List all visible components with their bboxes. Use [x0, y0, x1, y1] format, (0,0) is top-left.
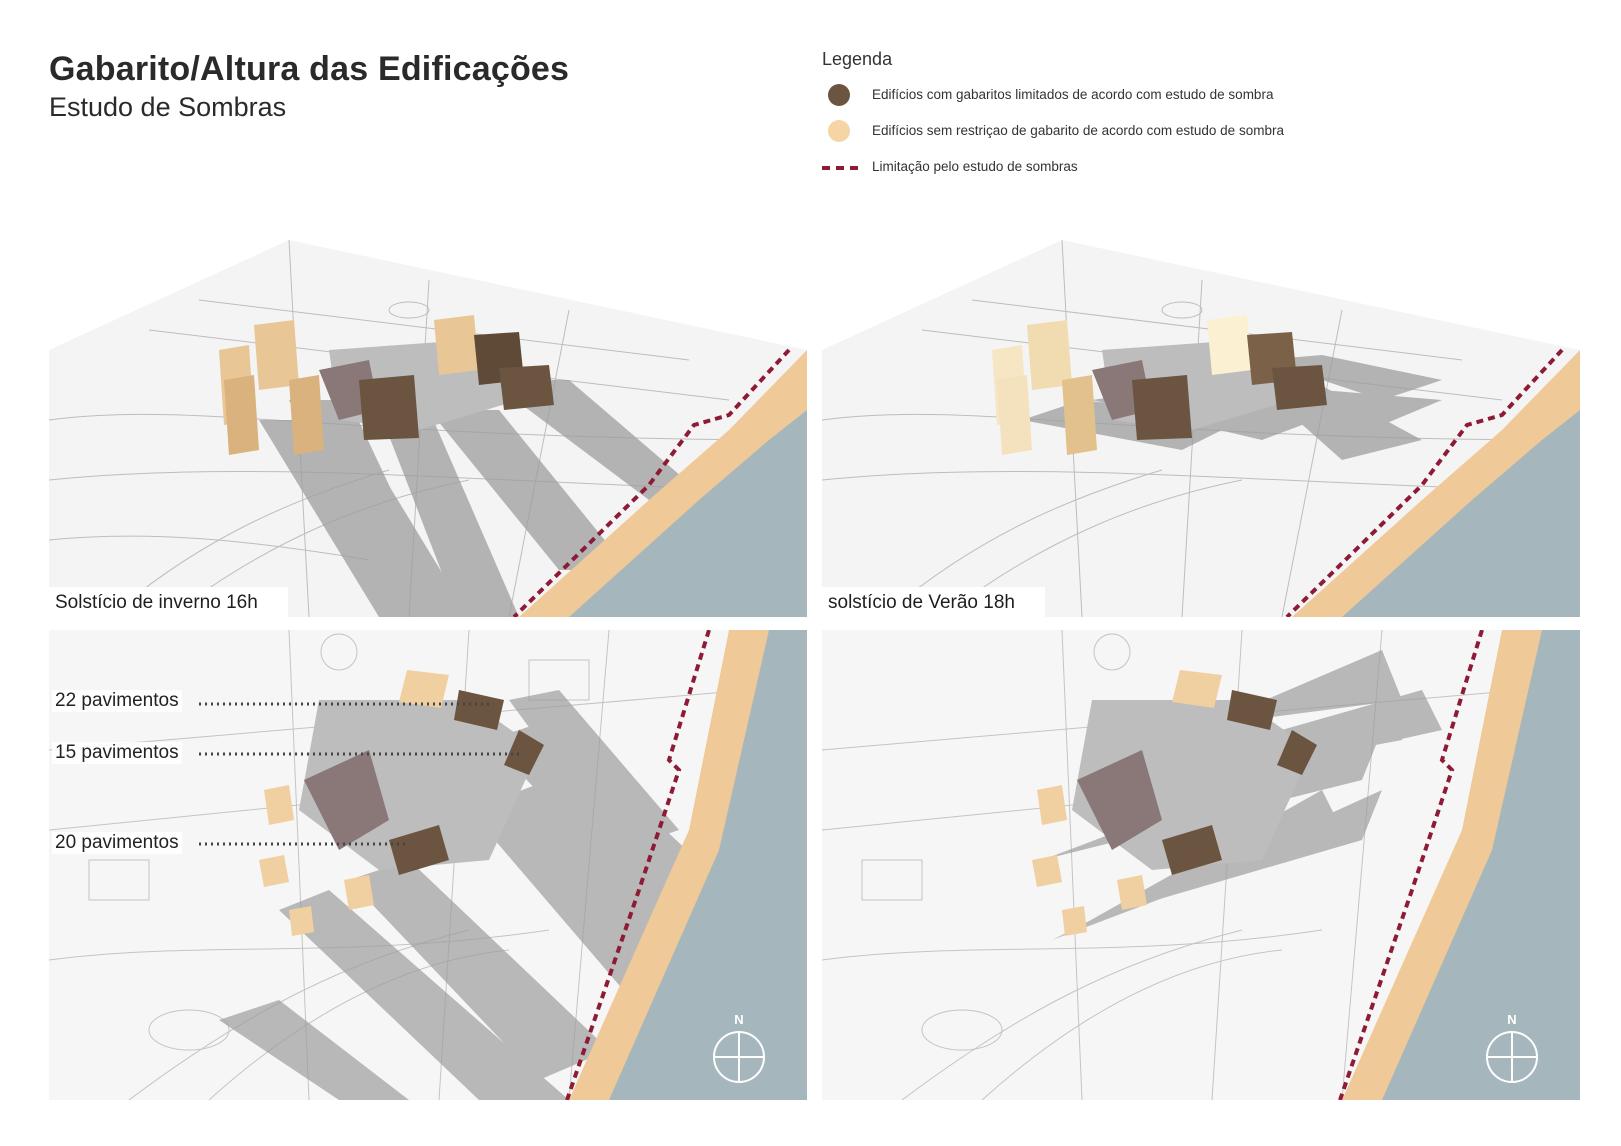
shadow-limit-line [565, 630, 711, 1100]
callout-20-floors: 20 pavimentos [52, 832, 182, 854]
unrestricted-building-swatch [828, 120, 850, 142]
compass-icon [713, 1031, 765, 1083]
legend-label-limited: Edifícios com gabaritos limitados de aco… [872, 87, 1274, 102]
page-subtitle: Estudo de Sombras [49, 92, 287, 122]
mall-annex [1077, 750, 1162, 850]
sea [1342, 410, 1580, 617]
legend-title: Legenda [822, 49, 893, 69]
north-compass: N [709, 1012, 769, 1092]
legend-label-limit-line: Limitação pelo estudo de sombras [872, 159, 1078, 174]
north-compass: N [1482, 1012, 1542, 1092]
panel-winter-perspective: Solstício de inverno 16h [49, 240, 807, 617]
limited-buildings [1132, 332, 1327, 440]
shadow-limit-line [1338, 630, 1484, 1100]
north-label: N [734, 1012, 744, 1027]
panel-summer-perspective: solstício de Verão 18h [822, 240, 1580, 617]
shadow-limit-line [1285, 348, 1564, 617]
summer-perspective-map [822, 240, 1580, 617]
unrestricted-buildings [219, 315, 479, 455]
legend-item-limited: Edifícios com gabaritos limitados de aco… [822, 84, 1382, 108]
legend-item-limit-line: Limitação pelo estudo de sombras [822, 156, 1382, 180]
shadow-limit-line [512, 348, 791, 617]
limit-line-swatch [822, 166, 858, 170]
callout-22-floors: 22 pavimentos [52, 690, 182, 712]
limited-buildings [359, 332, 554, 440]
panel-winter-plan: 22 pavimentos 15 pavimentos 20 pavimento… [49, 630, 807, 1100]
limited-building-swatch [828, 84, 850, 106]
limited-buildings [389, 690, 544, 875]
winter-perspective-map [49, 240, 807, 617]
summer-plan-map [822, 630, 1580, 1100]
compass-icon [1486, 1031, 1538, 1083]
mall-annex [304, 750, 389, 850]
north-label: N [1507, 1012, 1517, 1027]
callout-15-floors: 15 pavimentos [52, 742, 182, 764]
sea [1382, 630, 1580, 1100]
shadows [259, 380, 709, 617]
caption-winter: Solstício de inverno 16h [49, 587, 288, 617]
sea [569, 410, 807, 617]
unrestricted-buildings [259, 670, 449, 936]
caption-summer: solstício de Verão 18h [822, 587, 1045, 617]
legend-item-unrestricted: Edifícios sem restriçao de gabarito de a… [822, 120, 1382, 144]
unrestricted-buildings [992, 315, 1252, 455]
limited-buildings [1162, 690, 1317, 875]
legend: Legenda Edifícios com gabaritos limitado… [822, 46, 1382, 186]
legend-label-unrestricted: Edifícios sem restriçao de gabarito de a… [872, 123, 1284, 138]
unrestricted-buildings [1032, 670, 1222, 936]
sea [609, 630, 807, 1100]
page-title: Gabarito/Altura das Edificações [49, 50, 570, 88]
callout-leaders [199, 702, 519, 846]
panel-summer-plan: N [822, 630, 1580, 1100]
